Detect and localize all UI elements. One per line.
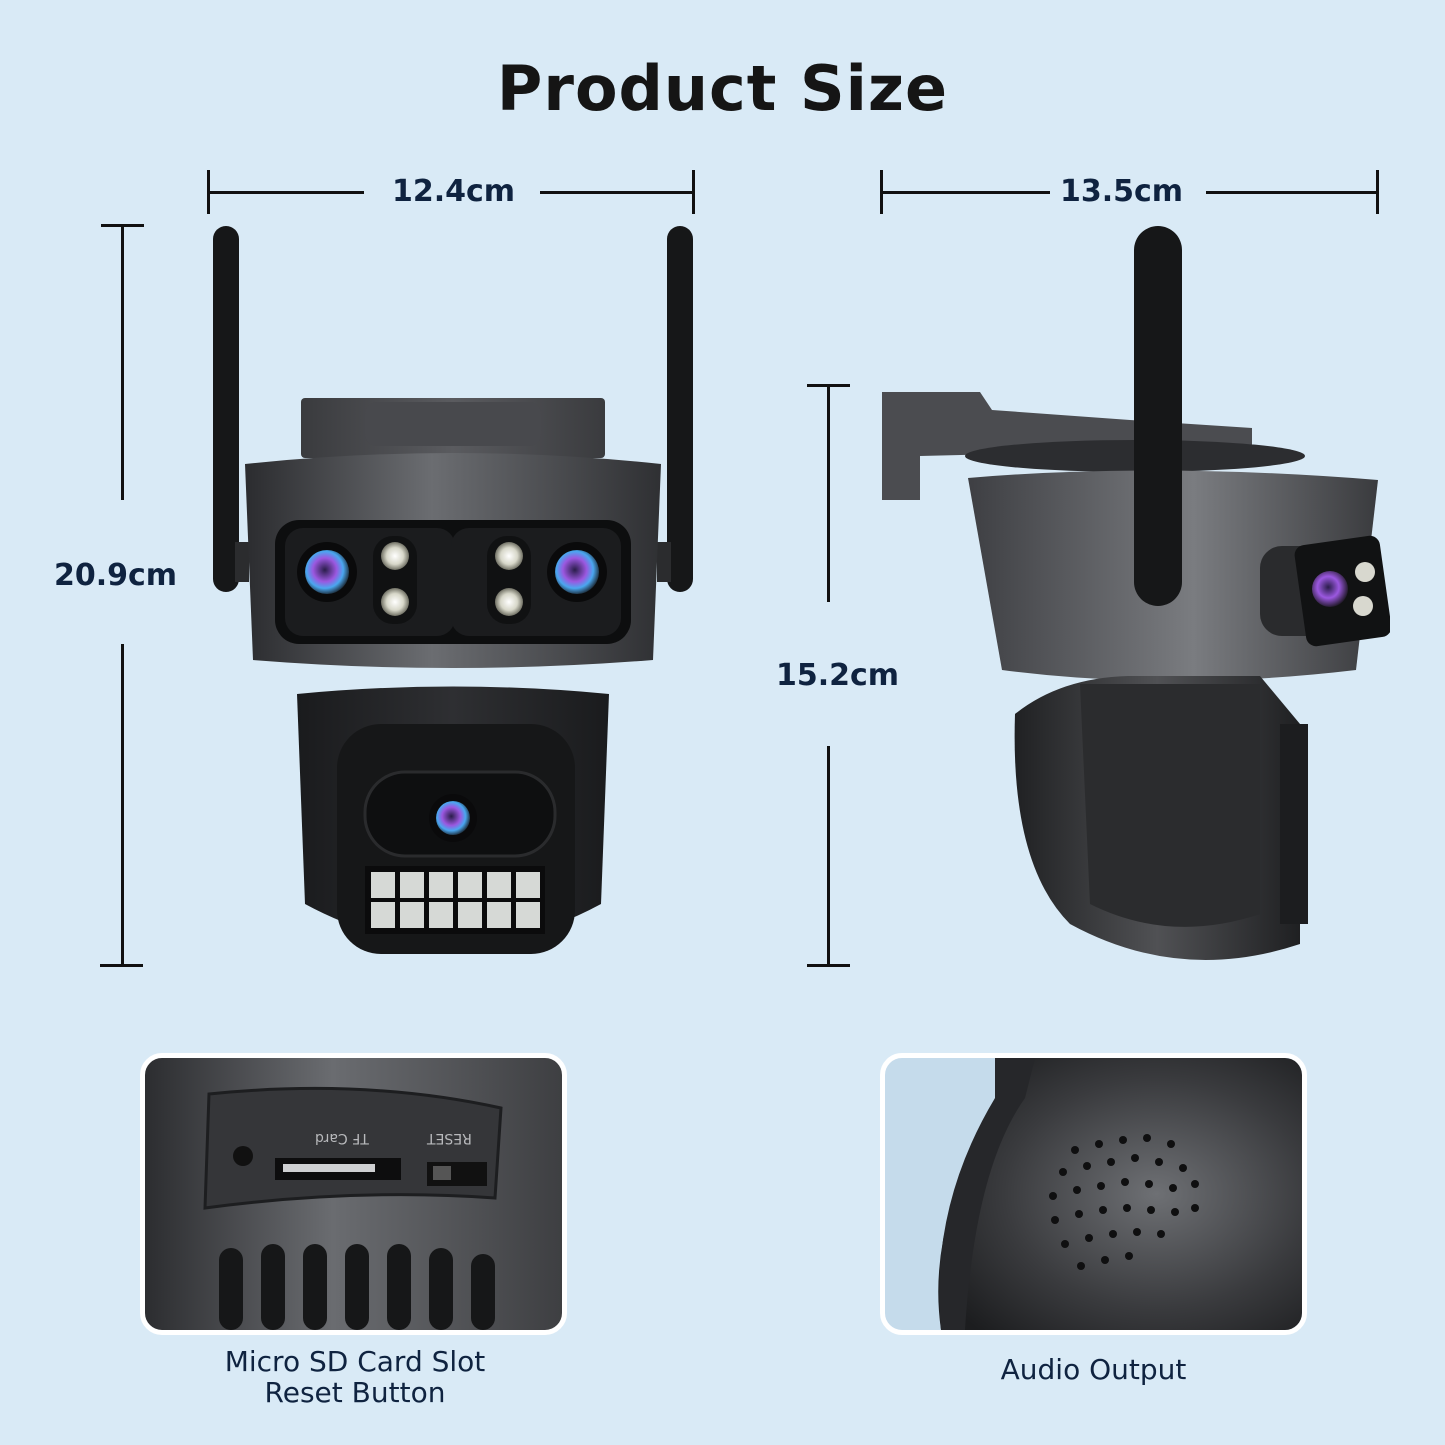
side-height-label: 15.2cm (776, 658, 900, 693)
front-height-label: 20.9cm (54, 558, 178, 593)
front-height-dimension: 20.9cm (50, 224, 200, 968)
audio-output-caption: Audio Output (880, 1354, 1307, 1385)
side-camera-image (880, 224, 1392, 968)
speaker-grille-closeup (880, 1053, 1307, 1335)
sd-card-slot-closeup: TF Card RESET (140, 1053, 567, 1335)
front-width-dimension: 12.4cm (207, 170, 695, 214)
front-width-label: 12.4cm (392, 174, 516, 209)
side-width-label: 13.5cm (1060, 174, 1184, 209)
side-width-dimension: 13.5cm (880, 170, 1380, 214)
caption-line-1: Audio Output (1000, 1353, 1187, 1386)
caption-line-1: Micro SD Card Slot (224, 1345, 486, 1378)
caption-line-2: Reset Button (264, 1376, 446, 1409)
sd-card-caption: Micro SD Card Slot Reset Button (140, 1346, 570, 1408)
page-title: Product Size (496, 52, 949, 125)
front-camera-image (205, 224, 700, 964)
side-height-dimension: 15.2cm (770, 384, 910, 968)
reset-label: RESET (427, 1130, 472, 1146)
tf-card-label: TF Card (315, 1130, 369, 1146)
